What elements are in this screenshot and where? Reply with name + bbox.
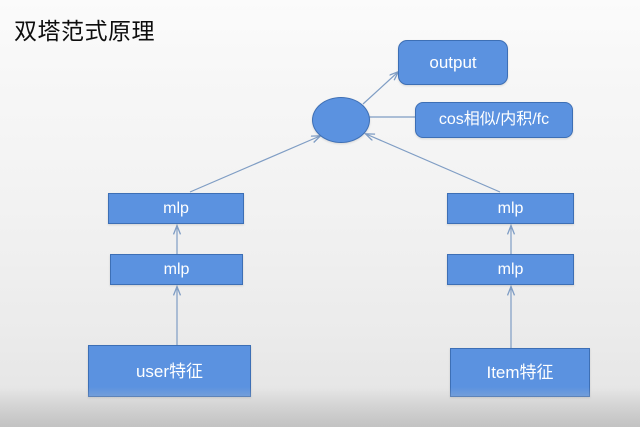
edge-mlp-l1-to-merge	[189, 136, 320, 193]
node-mlp-right-bottom[interactable]: mlp	[447, 254, 574, 285]
node-user-features[interactable]: user特征	[88, 345, 251, 397]
node-merge-ellipse[interactable]	[312, 97, 370, 143]
edge-merge-to-output	[362, 72, 398, 105]
page-title: 双塔范式原理	[14, 18, 155, 44]
node-mlp-left-top[interactable]: mlp	[108, 193, 244, 224]
node-cos-similarity[interactable]: cos相似/内积/fc	[415, 102, 573, 138]
node-output[interactable]: output	[398, 40, 508, 85]
node-mlp-left-bottom[interactable]: mlp	[110, 254, 243, 285]
node-item-features[interactable]: Item特征	[450, 348, 590, 397]
node-mlp-right-top[interactable]: mlp	[447, 193, 574, 224]
edge-mlp-r1-to-merge	[366, 134, 501, 193]
